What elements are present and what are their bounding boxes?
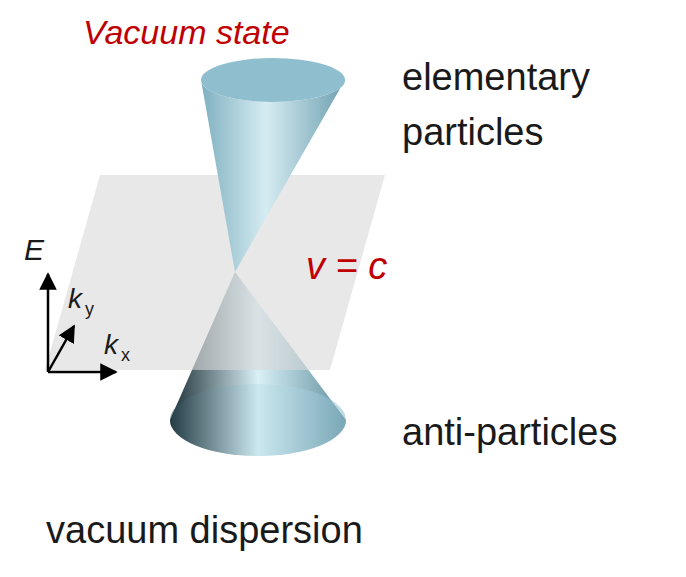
lower-cone-base	[170, 384, 346, 456]
axis-subscript: y	[85, 299, 94, 321]
title: Vacuum state	[83, 12, 290, 53]
axis-label: E	[24, 232, 44, 268]
axis-label: k	[68, 282, 82, 316]
velocity-label: v = c	[306, 244, 387, 290]
kx-axis	[48, 371, 116, 374]
particle-label: elementary particles	[402, 50, 652, 160]
energy-axis	[47, 274, 50, 372]
antiparticle-label: anti-particles	[402, 410, 617, 456]
axis-subscript: x	[121, 345, 130, 367]
ky-axis	[48, 326, 74, 372]
upper-cone	[201, 80, 345, 272]
upper-cone-top	[201, 58, 345, 102]
axis-label: k	[104, 328, 118, 362]
caption: vacuum dispersion	[46, 508, 363, 554]
